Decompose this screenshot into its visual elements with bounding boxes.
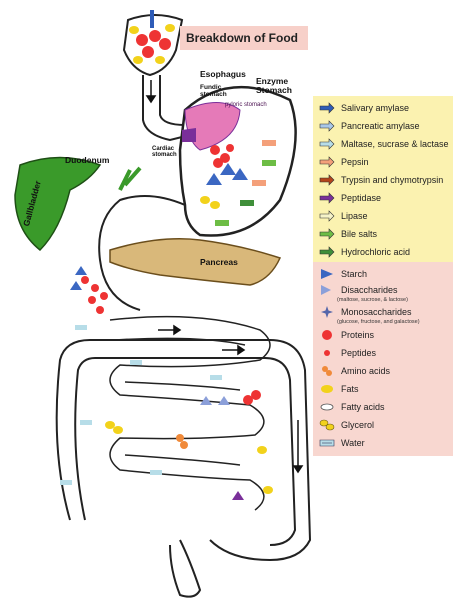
pancreatic-amylase-arrow-icon <box>319 120 335 132</box>
legend-label: Disaccharides <box>341 285 398 295</box>
legend-label: Pepsin <box>341 157 369 167</box>
legend-item: Lipase <box>319 210 368 222</box>
legend-item: Pepsin <box>319 156 369 168</box>
mouth <box>124 10 182 75</box>
legend-label: Salivary amylase <box>341 103 409 113</box>
hydrochloric-acid-arrow-icon <box>319 246 335 258</box>
legend-item: Amino acids <box>319 365 390 377</box>
fat-icon <box>319 383 335 395</box>
enzyme-legend: Salivary amylase Pancreatic amylase Malt… <box>313 96 453 266</box>
small-intestine <box>110 317 270 510</box>
legend-item: Monosaccharides <box>319 306 412 318</box>
legend-item: Disaccharides <box>319 284 398 296</box>
legend-item: Bile salts <box>319 228 377 240</box>
duodenum-label: Duodenum <box>65 156 109 165</box>
legend-label: Hydrochloric acid <box>341 247 410 257</box>
esophagus-label: Esophagus <box>200 70 246 79</box>
enzyme-stomach-label: Enzyme Stomach <box>256 77 292 95</box>
legend-item: Hydrochloric acid <box>319 246 410 258</box>
legend-label: Starch <box>341 269 367 279</box>
fatty-acid-icon <box>319 401 335 413</box>
legend-label: Water <box>341 438 365 448</box>
legend-label: Fatty acids <box>341 402 385 412</box>
legend-label: Proteins <box>341 330 374 340</box>
legend-item: Peptides <box>319 347 376 359</box>
legend-label: Peptidase <box>341 193 381 203</box>
disaccharide-icon <box>319 284 335 296</box>
legend-item: Water <box>319 437 365 449</box>
legend-label: Fats <box>341 384 359 394</box>
water-icon <box>319 437 335 449</box>
legend-label: Maltase, sucrase & lactase <box>341 139 449 149</box>
legend-item: Fats <box>319 383 359 395</box>
trypsin-arrow-icon <box>319 174 335 186</box>
bile-salts-arrow-icon <box>319 228 335 240</box>
lipase-arrow-icon <box>319 210 335 222</box>
legend-item: Fatty acids <box>319 401 385 413</box>
pyloric-stomach-label: pyloric stomach <box>225 102 267 108</box>
legend-label: Amino acids <box>341 366 390 376</box>
legend-sublabel: (glucose, fructose, and galactose) <box>337 319 420 325</box>
legend-item: Starch <box>319 268 367 280</box>
fundic-stomach-label: Fundic stomach <box>200 85 227 99</box>
legend-item: Proteins <box>319 329 374 341</box>
maltase-arrow-icon <box>319 138 335 150</box>
salivary-amylase-arrow-icon <box>319 102 335 114</box>
large-intestine <box>57 340 310 597</box>
legend-label: Lipase <box>341 211 368 221</box>
glycerol-icon <box>319 419 335 431</box>
legend-item: Peptidase <box>319 192 381 204</box>
monosaccharide-icon <box>319 306 335 318</box>
legend-item: Pancreatic amylase <box>319 120 420 132</box>
legend-item: Maltase, sucrase & lactase <box>319 138 449 150</box>
legend-item: Glycerol <box>319 419 374 431</box>
legend-label: Pancreatic amylase <box>341 121 420 131</box>
pepsin-arrow-icon <box>319 156 335 168</box>
nutrient-legend: Starch Disaccharides (maltose, sucrose, … <box>313 262 453 456</box>
legend-label: Monosaccharides <box>341 307 412 317</box>
starch-icon <box>319 268 335 280</box>
legend-label: Glycerol <box>341 420 374 430</box>
peptide-icon <box>319 347 335 359</box>
cardiac-stomach-label: Cardiac stomach <box>152 146 177 159</box>
pancreas-label: Pancreas <box>200 258 238 267</box>
legend-label: Bile salts <box>341 229 377 239</box>
legend-sublabel: (maltose, sucrose, & lactose) <box>337 297 408 303</box>
amino-acid-icon <box>319 365 335 377</box>
stomach <box>180 87 296 235</box>
pancreas <box>110 239 280 285</box>
protein-icon <box>319 329 335 341</box>
legend-item: Trypsin and chymotrypsin <box>319 174 443 186</box>
legend-label: Trypsin and chymotrypsin <box>341 175 443 185</box>
peptidase-arrow-icon <box>319 192 335 204</box>
legend-label: Peptides <box>341 348 376 358</box>
legend-item: Salivary amylase <box>319 102 409 114</box>
diagram-title: Breakdown of Food <box>180 26 308 50</box>
